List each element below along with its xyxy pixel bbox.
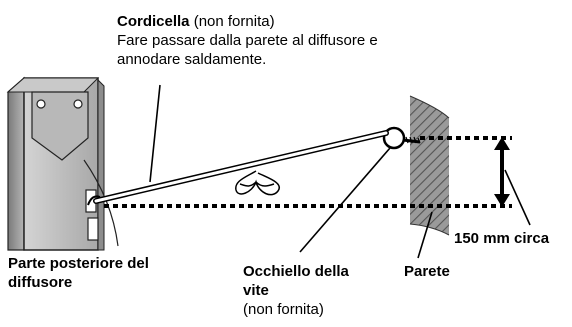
reference-lines bbox=[104, 136, 512, 208]
speaker-label-line2: diffusore bbox=[8, 274, 73, 291]
eyelet-label: Occhiello della vite (non fornita) bbox=[243, 262, 349, 319]
cord-knot bbox=[235, 170, 281, 196]
cord-label: Cordicella (non fornita) Fare passare da… bbox=[117, 12, 378, 69]
cord-instruction-2: annodare saldamente. bbox=[117, 51, 267, 68]
cord-title-note: (non fornita) bbox=[189, 13, 275, 30]
cord-instruction-1: Fare passare dalla parete al diffusore e bbox=[117, 32, 378, 49]
eyelet-label-line1: Occhiello della bbox=[243, 263, 349, 280]
distance-label: 150 mm circa bbox=[454, 230, 550, 247]
leader-lines bbox=[149, 84, 531, 259]
cord bbox=[87, 130, 389, 206]
speaker-rear bbox=[6, 76, 119, 251]
speaker-label-line1: Parte posteriore del bbox=[8, 255, 149, 272]
speaker-label: Parte posteriore del diffusore bbox=[8, 254, 149, 292]
eyelet-label-line2: vite bbox=[243, 282, 269, 299]
eyelet-label-line3: (non fornita) bbox=[243, 301, 324, 318]
wall-label: Parete bbox=[404, 263, 450, 280]
cord-title: Cordicella bbox=[117, 13, 190, 30]
wall bbox=[409, 95, 450, 236]
dimension-arrow bbox=[494, 137, 510, 207]
